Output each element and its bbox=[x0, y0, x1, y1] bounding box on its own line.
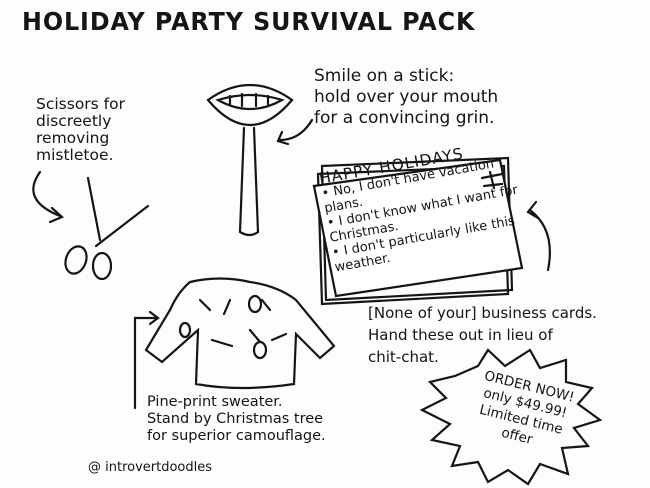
scissors-drawing bbox=[64, 176, 150, 281]
smile-arrow bbox=[276, 118, 314, 146]
business-card-stack bbox=[312, 156, 524, 306]
scissors-arrow bbox=[32, 170, 65, 224]
cards-arrow bbox=[526, 200, 551, 272]
smile-on-stick-drawing bbox=[206, 83, 294, 237]
sweater-drawing bbox=[144, 277, 336, 390]
business-cards-caption: [None of your] business cards. Hand thes… bbox=[368, 304, 597, 366]
page-title: HOLIDAY PARTY SURVIVAL PACK bbox=[22, 7, 476, 36]
scissors-caption: Scissors for discreetly removing mistlet… bbox=[36, 95, 125, 164]
order-burst bbox=[419, 348, 603, 486]
sweater-caption: Pine-print sweater. Stand by Christmas t… bbox=[147, 394, 326, 444]
sweater-bracket bbox=[133, 310, 160, 410]
smile-caption: Smile on a stick: hold over your mouth f… bbox=[314, 66, 499, 128]
artist-credit: @ introvertdoodles bbox=[88, 460, 213, 475]
